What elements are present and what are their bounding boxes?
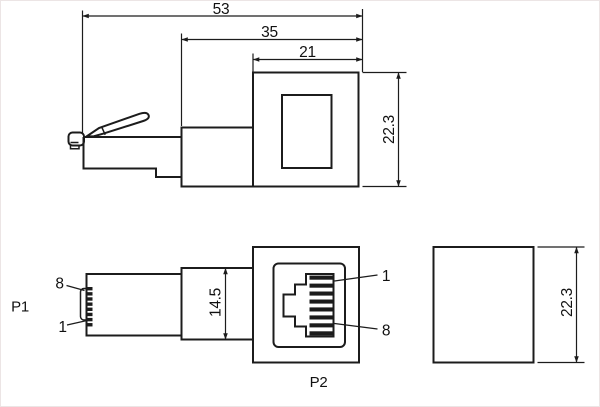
coupler-body-top-view — [252, 71, 360, 188]
dim-value-body-height: 22.3 — [381, 115, 398, 144]
jack-p2-view: 1 8 P2 — [252, 246, 390, 391]
plug-latch-crease — [101, 126, 106, 136]
plug-p1-view: P1 8 1 14.5 — [11, 267, 254, 341]
p2-pin1-label: 1 — [382, 268, 390, 285]
plug-pin — [87, 287, 93, 291]
plug-nose-foot — [69, 145, 80, 150]
port1-label: P1 — [11, 299, 29, 316]
plug-nose — [67, 131, 85, 147]
p2-pin8-label: 8 — [382, 323, 390, 340]
plug-pin — [87, 323, 93, 327]
dim-value-boot-and-body-length: 35 — [261, 24, 278, 41]
plug-pin — [87, 307, 93, 311]
jack-contact — [309, 323, 333, 328]
jack-contact — [309, 315, 333, 320]
plug-pin — [87, 317, 93, 322]
coupler-opening-top-view — [281, 94, 333, 169]
plug-pins — [87, 287, 93, 327]
jack-contact — [309, 275, 333, 280]
dim-value-body-length: 21 — [299, 44, 316, 61]
p1-pin1-leader-line — [66, 319, 88, 326]
plug-pin — [87, 292, 93, 296]
plug-body-outline — [82, 136, 182, 178]
jack-contact — [309, 331, 333, 336]
plug-pin — [87, 302, 93, 306]
plug-pin — [87, 297, 93, 301]
top-view: 53 35 21 22.3 — [67, 1, 407, 188]
plug-pin — [87, 312, 93, 317]
port2-label: P2 — [310, 374, 328, 391]
plug-latch — [83, 111, 150, 138]
jack-contact — [309, 291, 333, 296]
plug-body-p1 — [85, 273, 183, 337]
p2-pin8-leader-line — [334, 322, 378, 330]
p1-pin8-label: 8 — [55, 276, 63, 293]
jack-contacts — [309, 275, 333, 336]
coupler-body-side — [432, 246, 535, 364]
jack-cutout — [282, 273, 335, 338]
boot-top-view — [180, 126, 254, 188]
jack-contact — [309, 299, 333, 304]
jack-contact — [309, 307, 333, 312]
jack-contact — [309, 283, 333, 288]
coupler-side-view: 22.3 — [432, 246, 585, 364]
coupler-body-front — [252, 246, 360, 364]
dim-value-overall-length: 53 — [213, 1, 230, 18]
p2-pin1-leader-line — [334, 274, 378, 282]
p1-pin1-label: 1 — [58, 319, 66, 336]
dim-value-plug-height: 14.5 — [208, 288, 225, 317]
dim-value-side-height: 22.3 — [559, 288, 576, 317]
